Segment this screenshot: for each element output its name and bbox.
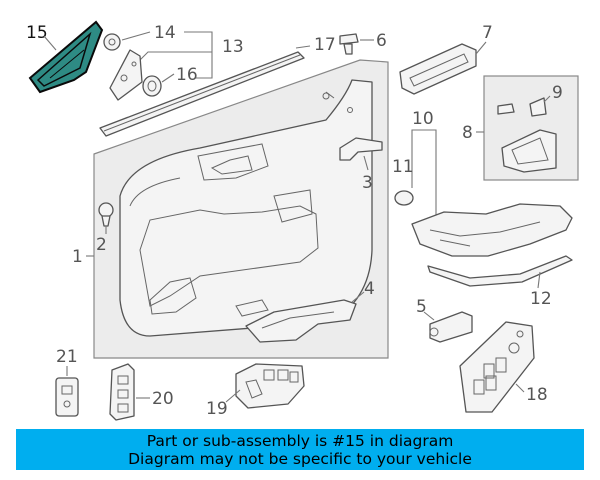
- part-18-switch: [459, 321, 535, 413]
- banner-line-1: Part or sub-assembly is #15 in diagram: [146, 432, 454, 450]
- door-panel-outline: [119, 79, 373, 337]
- leader-13b: [139, 51, 212, 61]
- leader-9: [543, 95, 551, 103]
- part-15-highlighted[interactable]: [28, 20, 104, 94]
- callout-5: 5: [416, 297, 427, 317]
- part-13: [109, 49, 143, 101]
- leader-3: [363, 155, 369, 171]
- leader-15: [43, 35, 57, 51]
- callout-21: 21: [56, 347, 78, 367]
- callout-19: 19: [206, 399, 228, 419]
- part-5: [429, 311, 473, 343]
- leader-4: [351, 291, 365, 303]
- callout-15: 15: [26, 23, 48, 43]
- callout-16: 16: [176, 65, 198, 85]
- callout-4: 4: [364, 279, 375, 299]
- callout-7: 7: [482, 23, 493, 43]
- callout-12: 12: [530, 289, 552, 309]
- part-2-clip: [98, 202, 114, 227]
- leader-5: [423, 311, 435, 321]
- callout-6: 6: [376, 31, 387, 51]
- part-11: [394, 190, 414, 206]
- leader-19: [225, 389, 241, 403]
- leader-18: [515, 383, 525, 393]
- callout-20: 20: [152, 389, 174, 409]
- part-4: [245, 299, 357, 343]
- callout-11: 11: [392, 157, 414, 177]
- part-20: [109, 363, 135, 421]
- callout-1: 1: [72, 247, 83, 267]
- callout-9: 9: [552, 83, 563, 103]
- callout-17: 17: [314, 35, 336, 55]
- part-14: [103, 33, 121, 51]
- part-21: [55, 377, 79, 417]
- part-16: [142, 75, 162, 97]
- leader-12: [537, 271, 541, 289]
- callout-3: 3: [362, 173, 373, 193]
- callout-14: 14: [154, 23, 176, 43]
- callout-13: 13: [222, 37, 244, 57]
- parts-diagram: 15 14 13 16 17 6 7: [26, 20, 579, 421]
- part-10-armrest: [411, 203, 573, 257]
- callout-10: 10: [412, 109, 434, 129]
- info-banner: Part or sub-assembly is #15 in diagram D…: [16, 429, 584, 470]
- part-3-bracket: [339, 137, 383, 161]
- leader-17: [295, 45, 311, 49]
- callout-8: 8: [462, 123, 473, 143]
- part-12-strip: [427, 255, 573, 287]
- callout-2: 2: [96, 235, 107, 255]
- leader-14: [121, 31, 151, 41]
- part-19: [235, 363, 305, 409]
- leader-13-bracket: [184, 31, 213, 79]
- part-6-screw: [339, 33, 359, 55]
- leader-7: [475, 41, 487, 55]
- banner-line-2: Diagram may not be specific to your vehi…: [128, 450, 472, 468]
- part-17-strip: [99, 51, 305, 137]
- part-7: [399, 43, 477, 95]
- callout-18: 18: [526, 385, 548, 405]
- leader-16: [161, 73, 175, 83]
- part-8-contents: [497, 97, 557, 173]
- leader-10-bracket: [411, 129, 437, 138]
